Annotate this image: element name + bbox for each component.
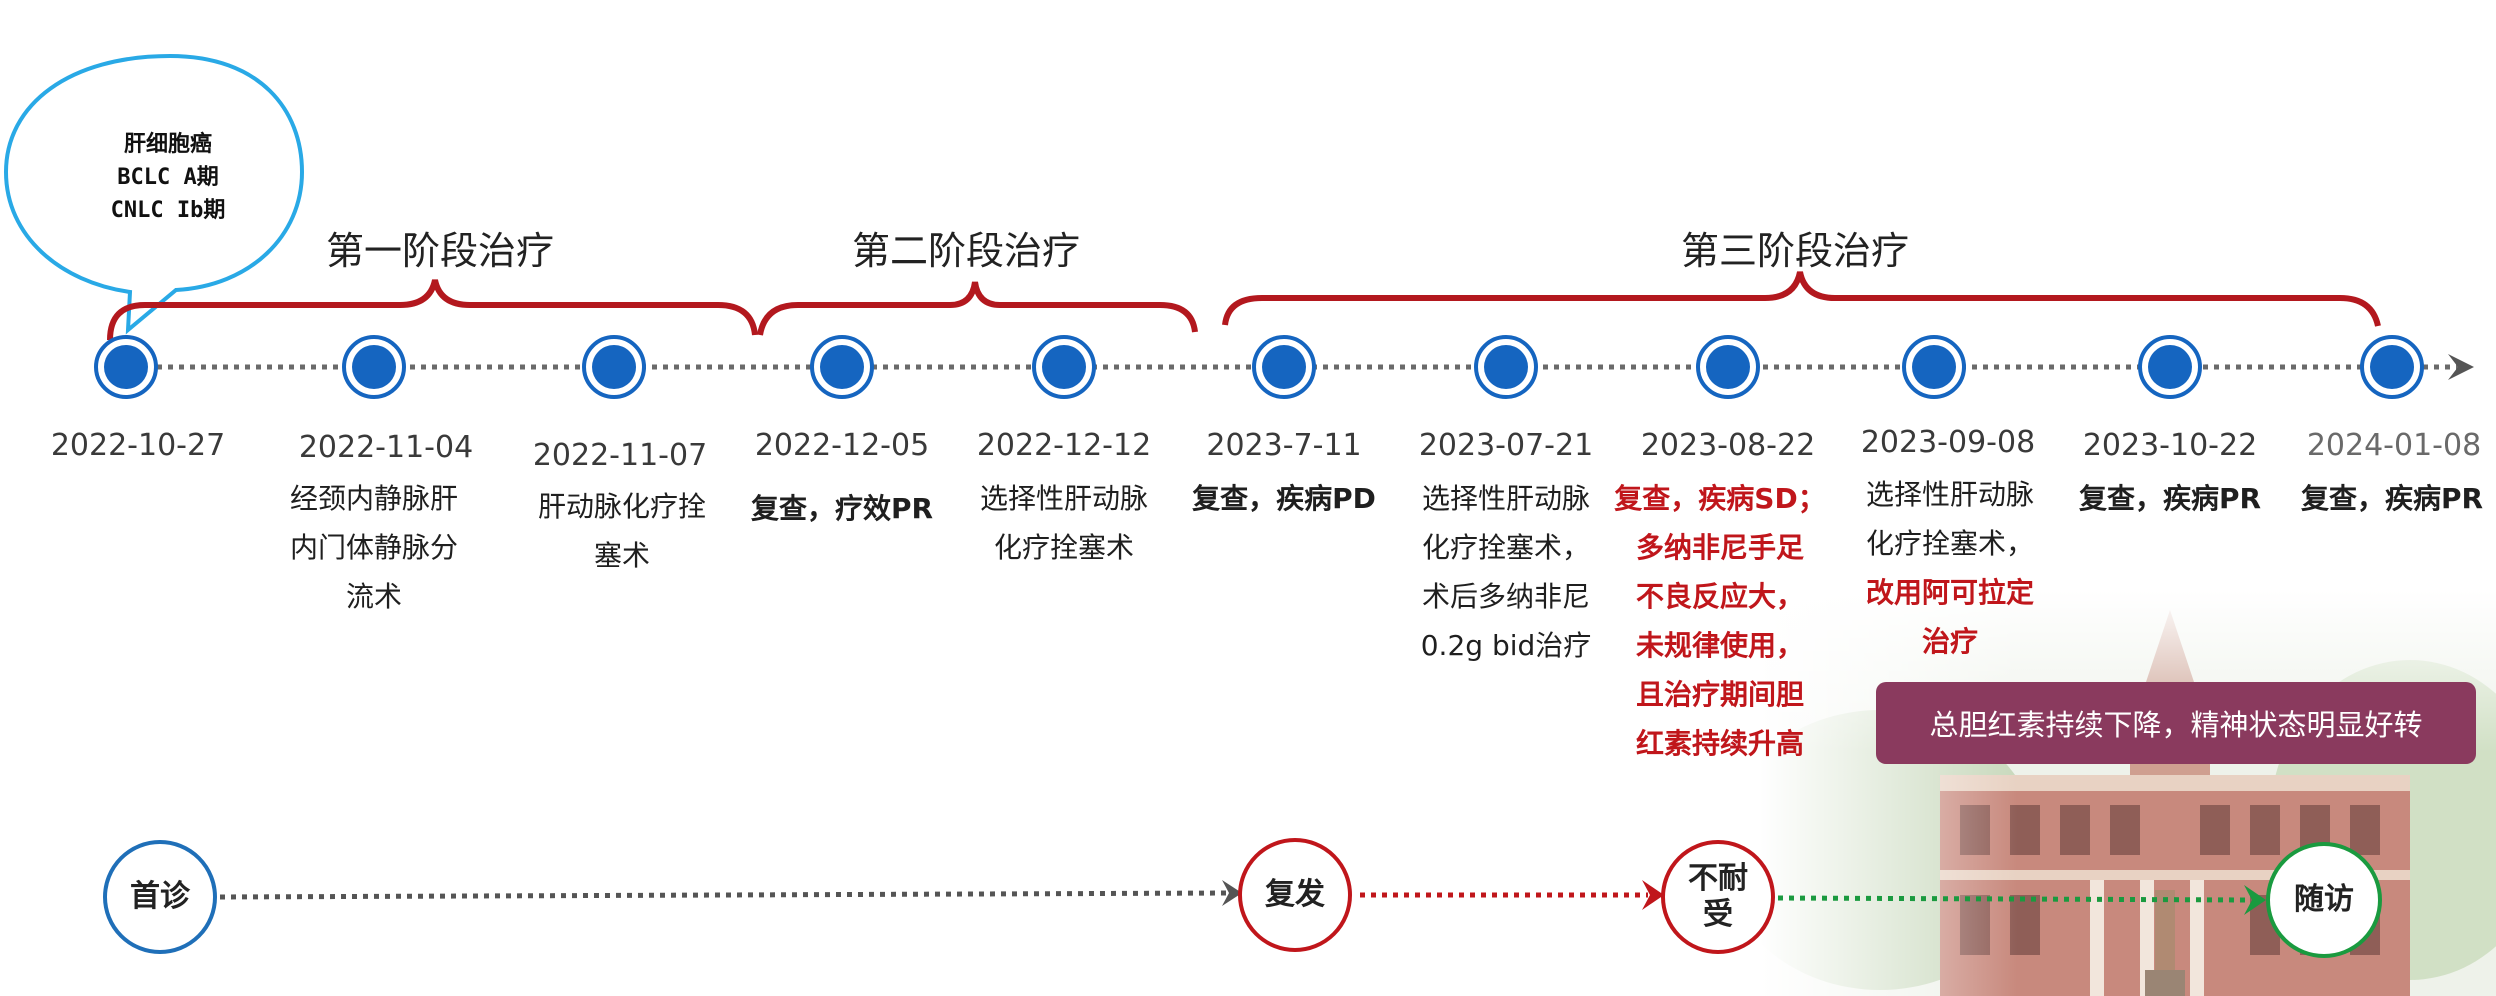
event-desc-11: 复查，疾病PR [2300, 482, 2484, 515]
event-node-1 [104, 345, 148, 389]
stage-circle-followup [2266, 842, 2382, 958]
diagnosis-bubble [3, 53, 305, 335]
timeline-arrowhead [2448, 354, 2474, 380]
stage-label-followup: 随访 [2294, 882, 2354, 917]
event-desc-10: 复查，疾病PR [2078, 482, 2262, 515]
event-node-2 [352, 345, 396, 389]
stage-label-relapse: 复发 [1265, 877, 1325, 912]
event-date-10: 2023-10-22 [2082, 428, 2258, 463]
event-desc-6: 复查，疾病PD [1192, 482, 1376, 515]
phase-label-3: 第三阶段治疗 [1680, 229, 1910, 273]
event-desc-8: 复查，疾病SD； 多纳非尼手足 不良反应大， 未规律使用， 且治疗期间胆 红素持… [1614, 482, 1826, 760]
event-desc-3: 肝动脉化疗拴 塞术 [537, 490, 707, 572]
event-desc-5: 选择性肝动脉 化疗拴塞术 [979, 482, 1149, 564]
stage-arrow-intolerance-to-followup [1777, 895, 2249, 903]
phase-2-brace [757, 281, 1198, 336]
event-desc-9: 选择性肝动脉 化疗拴塞术， 改用阿可拉定 治疗 [1865, 478, 2035, 658]
event-date-5: 2022-12-12 [976, 428, 1152, 463]
event-date-8: 2023-08-22 [1640, 428, 1816, 463]
event-date-1: 2022-10-27 [50, 428, 226, 463]
stage-label-intolerance: 不耐 受 [1688, 861, 1748, 932]
event-node-4 [820, 345, 864, 389]
event-date-6: 2023-7-11 [1206, 428, 1362, 463]
phase-label-1: 第一阶段治疗 [325, 229, 555, 273]
event-desc-2: 经颈内静脉肝 内门体静脉分 流术 [289, 482, 459, 613]
event-node-3 [592, 345, 636, 389]
event-node-9 [1912, 345, 1956, 389]
event-node-5 [1042, 345, 1086, 389]
diagnosis-line-1: 肝细胞癌 [123, 132, 212, 157]
stage-arrow-head-3 [2244, 885, 2266, 915]
event-date-11: 2024-01-08 [2306, 428, 2482, 463]
event-node-7 [1484, 345, 1528, 389]
stage-arrow-head-2 [1642, 880, 1664, 910]
outcome-note: 总胆红素持续下降，精神状态明显好转 [1876, 682, 2476, 764]
stage-label-first-visit: 首诊 [130, 879, 190, 914]
stage-circle-relapse [1238, 838, 1352, 952]
event-desc-7: 选择性肝动脉 化疗拴塞术， 术后多纳非尼 0.2g bid治疗 [1420, 482, 1592, 662]
event-node-6 [1262, 345, 1306, 389]
event-desc-4: 复查，疗效PR [750, 492, 934, 525]
event-date-3: 2022-11-07 [532, 438, 708, 473]
event-nodes [94, 335, 2424, 399]
event-node-10 [2148, 345, 2192, 389]
diagnosis-line-2: BCLC A期 [117, 165, 219, 190]
stage-arrow-first-to-relapse [219, 890, 1227, 900]
diagnosis-text: 肝细胞癌 BCLC A期 CNLC Ib期 [48, 128, 288, 227]
event-date-2: 2022-11-04 [298, 430, 474, 465]
phase-1-brace [107, 279, 758, 341]
event-node-11 [2370, 345, 2414, 389]
event-date-9: 2023-09-08 [1860, 425, 2036, 460]
stage-circle-intolerance [1661, 840, 1775, 954]
stage-circle-first-visit [103, 840, 217, 954]
diagnosis-line-3: CNLC Ib期 [110, 198, 226, 223]
event-date-7: 2023-07-21 [1418, 428, 1594, 463]
event-node-8 [1706, 345, 1750, 389]
event-date-4: 2022-12-05 [754, 428, 930, 463]
phase-label-2: 第二阶段治疗 [851, 229, 1081, 273]
phase-3-brace [1222, 271, 2381, 327]
stage-arrow-head-1 [1222, 880, 1242, 906]
